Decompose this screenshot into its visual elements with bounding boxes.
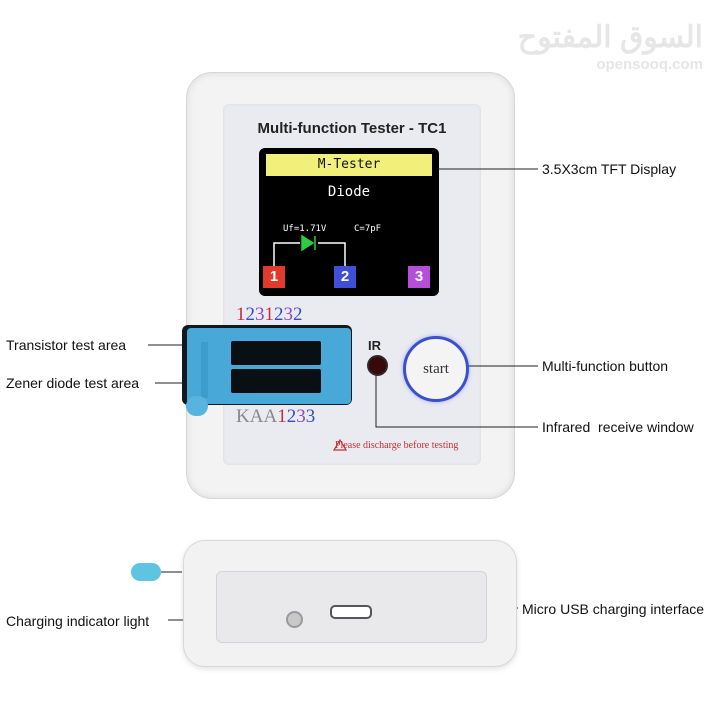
screen-pin-2: 2 [334,266,356,288]
pin-label: 2 [274,304,284,325]
discharge-warning: Please discharge before testing [335,440,459,451]
pin-label: 2 [245,304,256,325]
socket-top-labels: 1231232 [236,304,303,326]
pin-label: 1 [277,406,287,427]
pin-label: 2 [293,304,303,325]
diode-symbol-icon [273,234,346,266]
callout-button: Multi-function button [542,358,669,374]
callout-zener: Zener diode test area [6,375,140,391]
screen-header: M-Tester [266,154,432,176]
pin-label: 3 [255,304,265,325]
pin-label: 2 [286,406,297,427]
screen-pin-3: 3 [408,266,430,288]
socket-lever-handle[interactable] [186,396,208,416]
pin-label: A [249,406,264,427]
screen-mode: Diode [327,184,371,200]
screen-pin-1: 1 [263,266,285,288]
pin-label: 3 [283,304,294,325]
pin-label: 1 [264,304,275,325]
pin-label: A [263,406,278,427]
screen-capacitance: C=7pF [354,224,382,234]
pin-label: 3 [305,406,316,427]
socket-bottom-labels: KAA1233 [236,406,315,428]
charging-indicator-light [286,611,303,628]
callout-usb: Micro USB charging interface [522,601,705,617]
watermark-arabic: السوق المفتوح [517,21,703,54]
screen-forward-voltage: Uf=1.71V [283,224,327,234]
watermark-latin: opensooq.com [596,56,703,73]
side-lever-handle[interactable] [131,563,161,581]
device-title: Multi-function Tester - TC1 [257,120,447,137]
pin-label: 1 [236,304,246,325]
callout-transistor: Transistor test area [6,337,127,353]
callout-charging-light: Charging indicator light [6,613,150,629]
zener-slot[interactable] [231,369,321,393]
socket-lever-stem[interactable] [201,342,208,398]
pin-label: 3 [296,406,306,427]
ir-label: IR [368,338,381,353]
transistor-slot[interactable] [231,341,321,365]
warning-icon [332,438,348,451]
callout-tft: 3.5X3cm TFT Display [542,161,677,177]
pin-label: K [236,406,250,427]
start-button[interactable]: start [403,336,469,402]
callout-infrared: Infrared receive window [542,419,694,435]
micro-usb-port[interactable] [330,605,372,619]
infrared-window [367,355,388,376]
